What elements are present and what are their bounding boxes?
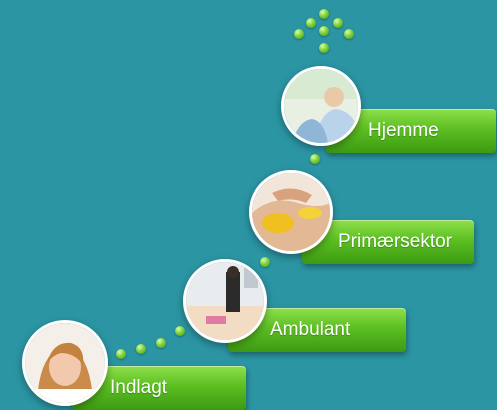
step-label-ambulant: Ambulant — [270, 319, 351, 340]
photo-primaersektor — [249, 170, 333, 254]
step-label-primaersektor: Primærsektor — [338, 231, 453, 252]
step-bar-primaersektor: Primærsektor — [302, 220, 474, 264]
photo-indlagt — [22, 320, 108, 406]
photo-ambulant — [183, 259, 267, 343]
step-label-indlagt: Indlagt — [110, 377, 168, 398]
step-bar-ambulant: Ambulant — [228, 308, 406, 352]
step-label-hjemme: Hjemme — [368, 120, 439, 141]
photo-hjemme — [281, 66, 361, 146]
